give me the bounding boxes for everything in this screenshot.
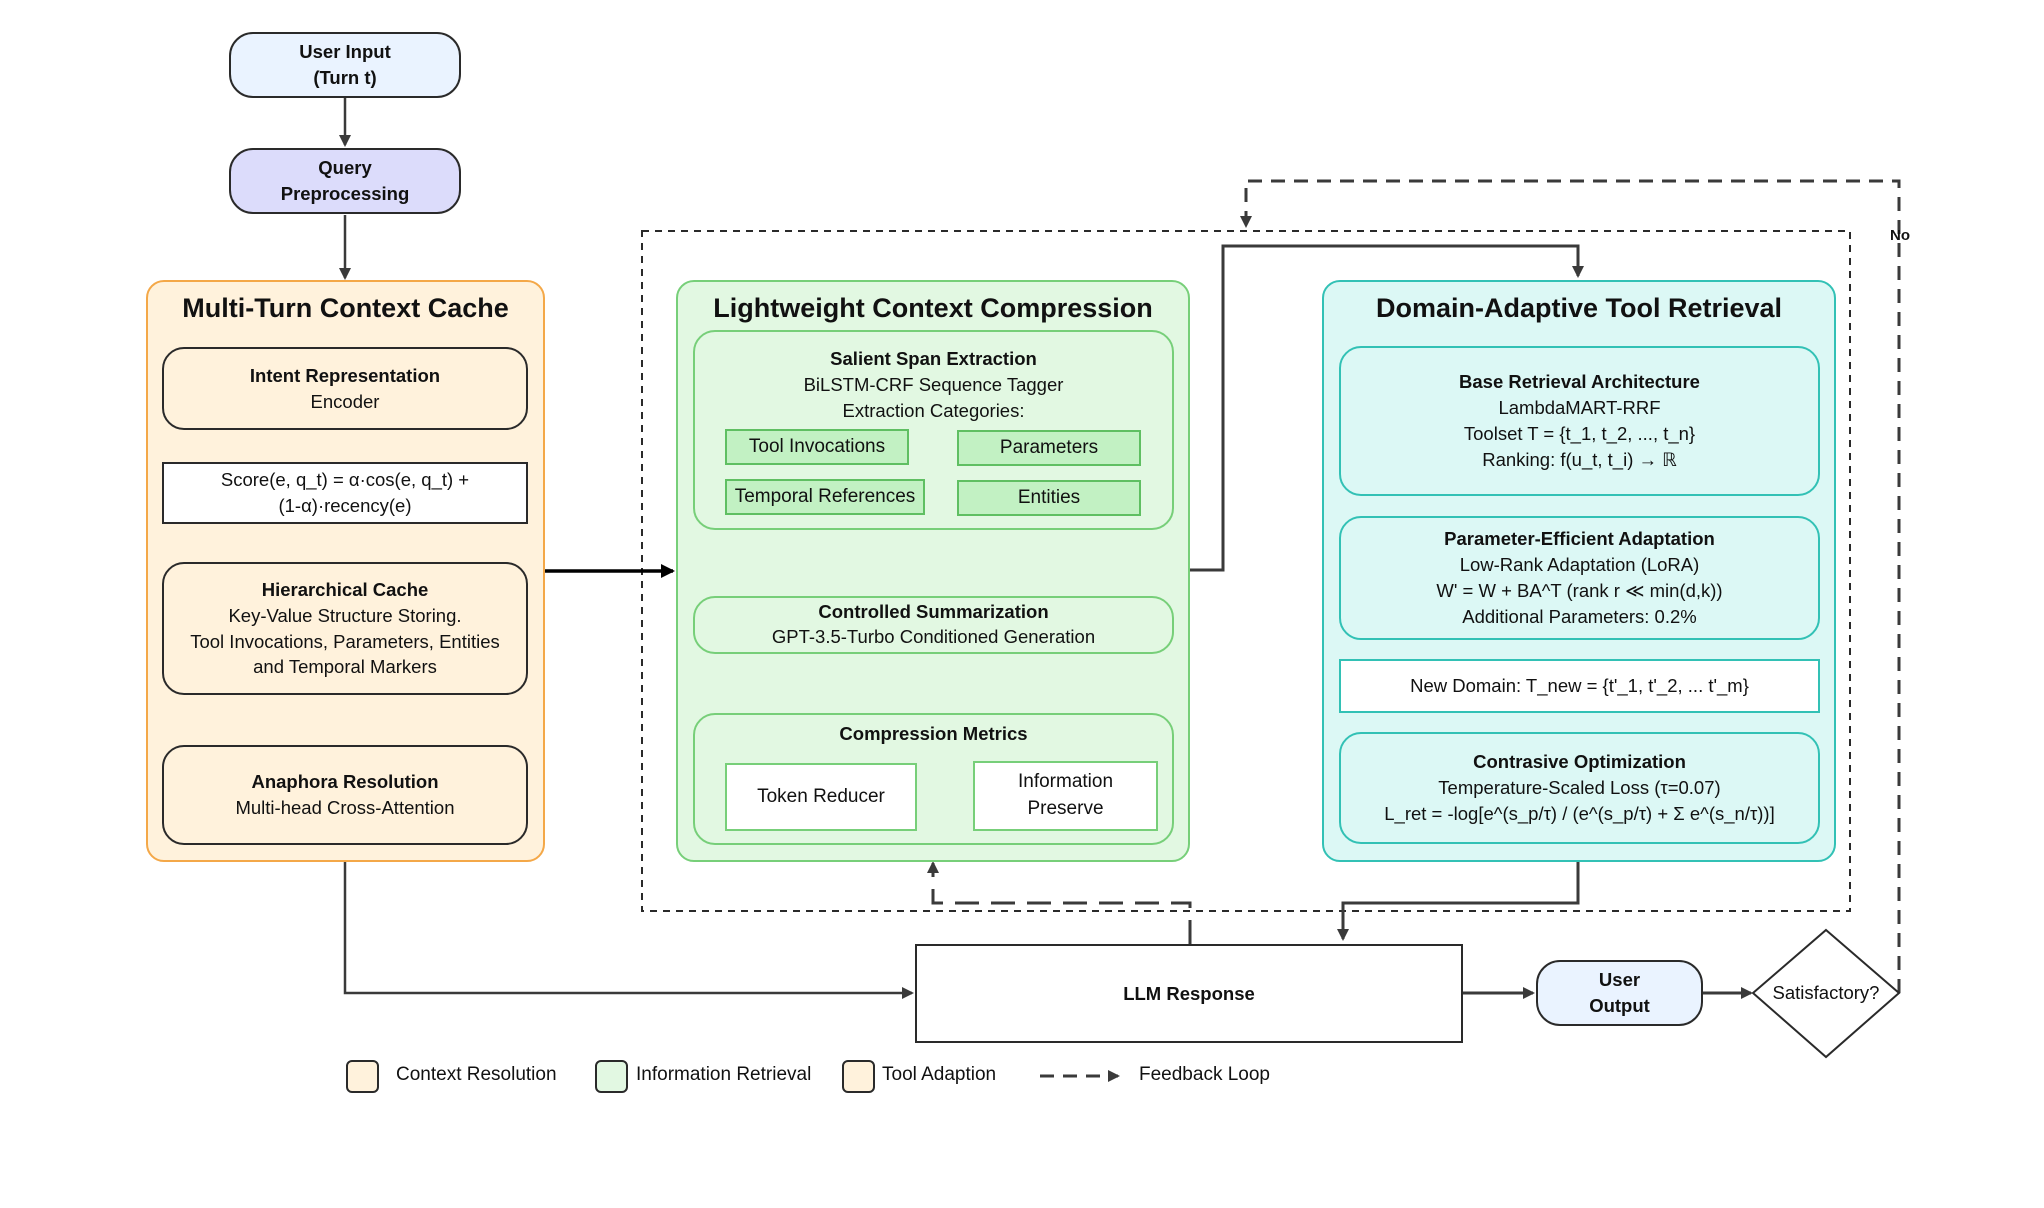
new-domain-label: New Domain: T_new = {t'_1, t'_2, ... t'_… (1410, 675, 1749, 697)
user-output-line2: Output (1589, 995, 1650, 1016)
peft-title: Parameter-Efficient Adaptation (1444, 528, 1715, 550)
feedback-no-loop (1240, 179, 1901, 993)
contrastive-line2: L_ret = -log[e^(s_p/τ) / (e^(s_p/τ) + Σ … (1384, 802, 1775, 824)
satisfactory-label: Satisfactory? (1753, 978, 1899, 1008)
score-formula-box: Score(e, q_t) = α·cos(e, q_t) + (1-α)·re… (162, 462, 528, 524)
peft-box: Parameter-Efficient Adaptation Low-Rank … (1339, 516, 1820, 640)
category-parameters: Parameters (957, 430, 1141, 466)
user-output-line1: User (1598, 969, 1641, 991)
anaphora-resolution-box: Anaphora Resolution Multi-head Cross-Att… (162, 745, 528, 845)
summarization-sub: GPT-3.5-Turbo Conditioned Generation (771, 626, 1096, 647)
no-text: No (1890, 226, 1910, 244)
decision-diamond (1751, 928, 1901, 1059)
legend-swatch-context (346, 1060, 379, 1093)
info-preserve-line2: Preserve (1027, 798, 1104, 819)
contrastive-line1: Temperature-Scaled Loss (τ=0.07) (1438, 777, 1721, 799)
retrieval-title: Domain-Adaptive Tool Retrieval (1375, 293, 1783, 323)
peft-line1: Low-Rank Adaptation (LoRA) (1459, 554, 1700, 576)
category-parameters-label: Parameters (999, 437, 1099, 458)
legend-retrieval-label: Information Retrieval (636, 1064, 812, 1085)
legend-tool-label: Tool Adaption (882, 1064, 997, 1085)
base-line2: Toolset T = {t_1, t_2, ..., t_n} (1463, 423, 1696, 444)
compression-title: Lightweight Context Compression (713, 293, 1153, 323)
user-input-line2: (Turn t) (313, 67, 377, 88)
intent-sub: Encoder (310, 390, 380, 412)
llm-response-label: LLM Response (1123, 982, 1255, 1004)
hier-line2: Tool Invocations, Parameters, Entities (190, 630, 500, 652)
llm-response-box: LLM Response (915, 944, 1463, 1043)
anaphora-sub: Multi-head Cross-Attention (235, 797, 455, 818)
hier-line1: Key-Value Structure Storing. (228, 604, 462, 626)
intent-title: Intent Representation (249, 364, 441, 386)
new-domain-box: New Domain: T_new = {t'_1, t'_2, ... t'_… (1339, 659, 1820, 713)
contrastive-title: Contrasive Optimization (1473, 751, 1686, 773)
category-temporal-references: Temporal References (725, 479, 925, 515)
category-temporal-label: Temporal References (734, 486, 916, 507)
user-input-line1: User Input (299, 41, 391, 63)
anaphora-title: Anaphora Resolution (251, 771, 439, 793)
information-preserve-box: Information Preserve (973, 761, 1158, 831)
base-title: Base Retrieval Architecture (1459, 371, 1700, 393)
user-input-node: User Input (Turn t) (229, 32, 461, 98)
summarization-title: Controlled Summarization (818, 601, 1049, 623)
score-line2: (1-α)·recency(e) (278, 495, 412, 516)
legend-feedback-label: Feedback Loop (1139, 1064, 1270, 1085)
base-line1: LambdaMART-RRF (1498, 397, 1661, 419)
salient-line1: BiLSTM-CRF Sequence Tagger (803, 373, 1064, 395)
satisfactory-text: Satisfactory? (1772, 982, 1880, 1004)
intent-representation-box: Intent Representation Encoder (162, 347, 528, 430)
feedback-llm-to-compression (927, 861, 1192, 944)
query-line1: Query (318, 157, 372, 179)
legend-swatch-tool (842, 1060, 875, 1093)
category-entities-label: Entities (1017, 487, 1081, 508)
category-entities: Entities (957, 480, 1141, 516)
arrow-retrieval-to-llm (1337, 862, 1580, 941)
controlled-summarization-box: Controlled Summarization GPT-3.5-Turbo C… (693, 596, 1174, 654)
base-retrieval-box: Base Retrieval Architecture LambdaMART-R… (1339, 346, 1820, 496)
salient-title: Salient Span Extraction (830, 348, 1037, 369)
score-line1: Score(e, q_t) = α·cos(e, q_t) + (220, 469, 470, 491)
context-cache-title: Multi-Turn Context Cache (182, 293, 509, 323)
contrastive-optimization-box: Contrasive Optimization Temperature-Scal… (1339, 732, 1820, 844)
token-reducer-label: Token Reducer (757, 785, 885, 807)
info-preserve-line1: Information (1017, 771, 1114, 793)
token-reducer-box: Token Reducer (725, 763, 917, 831)
arrow-cache-to-llm (343, 862, 914, 999)
peft-line2: W' = W + BA^T (rank r ≪ min(d,k)) (1436, 580, 1723, 601)
hierarchical-cache-box: Hierarchical Cache Key-Value Structure S… (162, 562, 528, 695)
query-line2: Preprocessing (280, 183, 410, 204)
hier-line3: and Temporal Markers (253, 656, 437, 678)
category-tool-invocations: Tool Invocations (725, 429, 909, 465)
arrow-compression-to-retrieval (1190, 244, 1584, 572)
peft-line3: Additional Parameters: 0.2% (1462, 605, 1697, 627)
no-label: No (1884, 224, 1916, 246)
query-preprocessing-node: Query Preprocessing (229, 148, 461, 214)
user-output-node: User Output (1536, 960, 1703, 1026)
metrics-title: Compression Metrics (839, 723, 1028, 744)
hier-title: Hierarchical Cache (261, 578, 429, 600)
category-tool-invocations-label: Tool Invocations (748, 436, 886, 457)
legend-context-label: Context Resolution (396, 1064, 557, 1085)
salient-line2: Extraction Categories: (842, 399, 1025, 421)
base-line3: Ranking: f(u_t, t_i) → ℝ (1482, 448, 1677, 470)
legend-swatch-retrieval (595, 1060, 628, 1093)
